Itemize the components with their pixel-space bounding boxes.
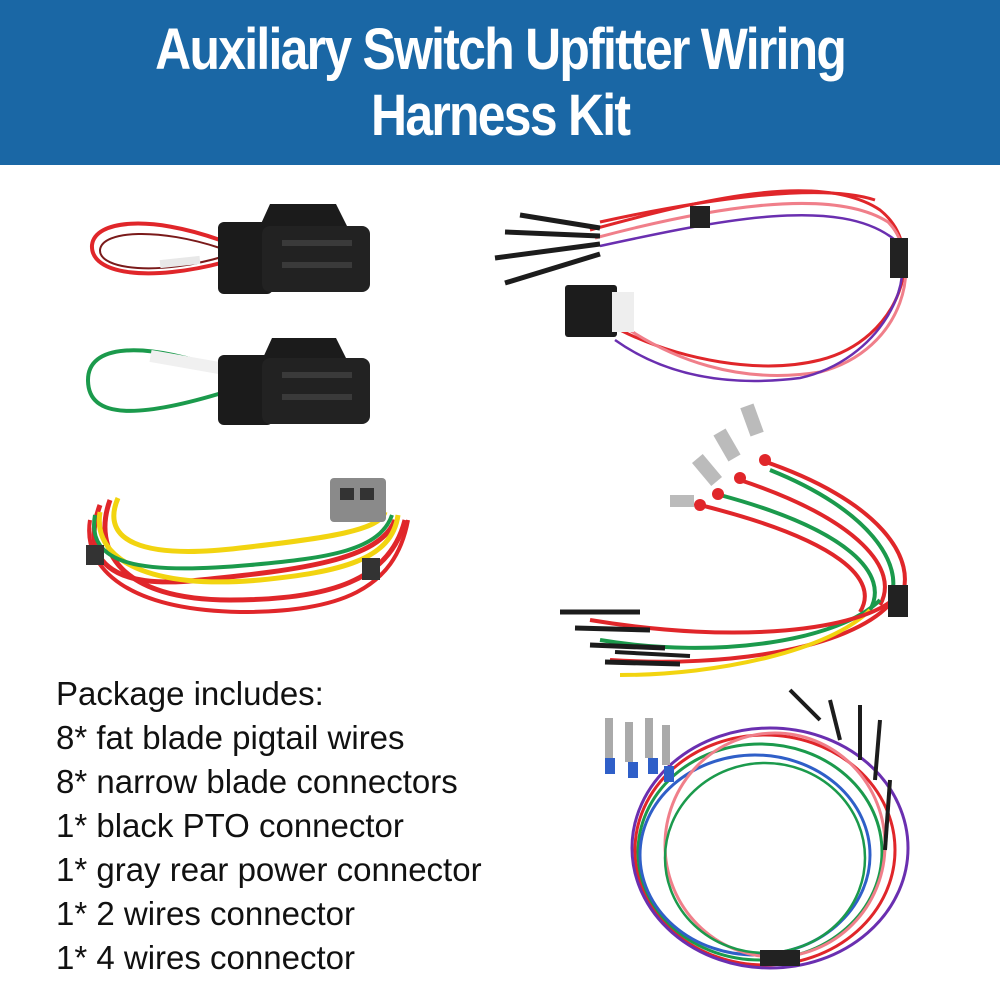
package-item: 1* 2 wires connector bbox=[56, 895, 355, 932]
red-loop-black-connector bbox=[89, 204, 370, 294]
package-item: 8* fat blade pigtail wires bbox=[56, 719, 405, 756]
package-item: 8* narrow blade connectors bbox=[56, 763, 458, 800]
package-item: 1* 4 wires connector bbox=[56, 939, 355, 976]
fat-blade-pigtail-wires bbox=[560, 403, 908, 677]
product-photo bbox=[85, 189, 910, 970]
title-line-1: Auxiliary Switch Upfitter Wiring bbox=[154, 16, 847, 82]
gray-rear-power-connector-harness bbox=[86, 478, 410, 615]
narrow-blade-connector-wires bbox=[605, 688, 910, 970]
red-harness-with-black-plug bbox=[494, 189, 908, 383]
title-line-2: Harness Kit bbox=[370, 82, 631, 148]
title-banner: Auxiliary Switch Upfitter Wiring Harness… bbox=[0, 0, 1000, 165]
package-heading: Package includes: bbox=[56, 675, 324, 712]
green-loop-black-connector bbox=[85, 338, 370, 425]
package-item: 1* black PTO connector bbox=[56, 807, 404, 844]
package-includes-list: Package includes: 8* fat blade pigtail w… bbox=[56, 672, 536, 980]
package-item: 1* gray rear power connector bbox=[56, 851, 482, 888]
